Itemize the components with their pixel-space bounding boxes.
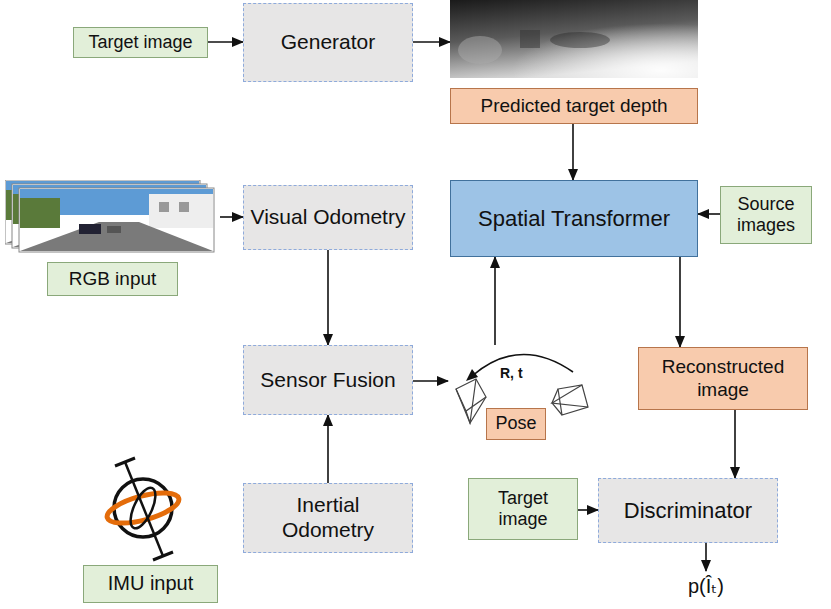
label-box: IMU input [83,565,218,603]
label-box: RGB input [47,262,178,296]
node-text: Predicted target depth [481,95,668,117]
input-box: Target image [73,27,208,58]
connector [413,41,450,43]
node-text: Pose [495,413,536,434]
output-label: p(Îₜ) [688,574,724,598]
process-box: Generator [243,3,413,82]
process-box: Inertial Odometry [243,483,413,553]
input-node: RGB input [5,180,220,297]
node-text: Spatial Transformer [478,206,670,232]
connector [698,213,720,215]
connector [572,124,574,180]
connector [327,250,329,345]
process-box: Sensor Fusion [243,345,413,415]
pose-label: R, t [500,365,523,381]
pose-node: Pose [448,345,592,441]
process-box: Spatial Transformer [450,180,698,257]
input-box: Source images [720,186,812,244]
node-text: Target image [88,32,192,53]
connector [734,410,736,478]
node-text: Target image [474,488,572,530]
imu-illustration [83,452,218,569]
node-text: Reconstructed image [644,356,802,401]
connector [413,380,448,382]
connector [679,257,681,347]
output-box: Reconstructed image [638,347,808,410]
input-node: IMU input [83,452,218,604]
connector [208,41,243,43]
node-text: Discriminator [624,498,752,524]
depth-illustration [450,0,698,82]
connector [327,415,329,483]
node-text: Source images [726,194,806,236]
rgb-illustration [5,180,220,262]
label-box: Predicted target depth [450,88,698,124]
node-text: Inertial Odometry [249,493,407,543]
connector [220,216,243,218]
node-text: Sensor Fusion [260,368,395,393]
process-box: Discriminator [598,478,778,543]
node-text: RGB input [69,268,157,290]
output-node: Predicted target depth [450,0,698,124]
process-box: Visual Odometry [243,185,413,250]
node-text: IMU input [108,572,194,596]
node-text: Visual Odometry [251,205,406,230]
input-box: Target image [468,478,578,540]
connector [494,257,496,345]
label-box: Pose [486,408,546,440]
output-arrow [705,543,707,571]
connector [578,509,598,511]
node-text: Generator [281,30,376,55]
